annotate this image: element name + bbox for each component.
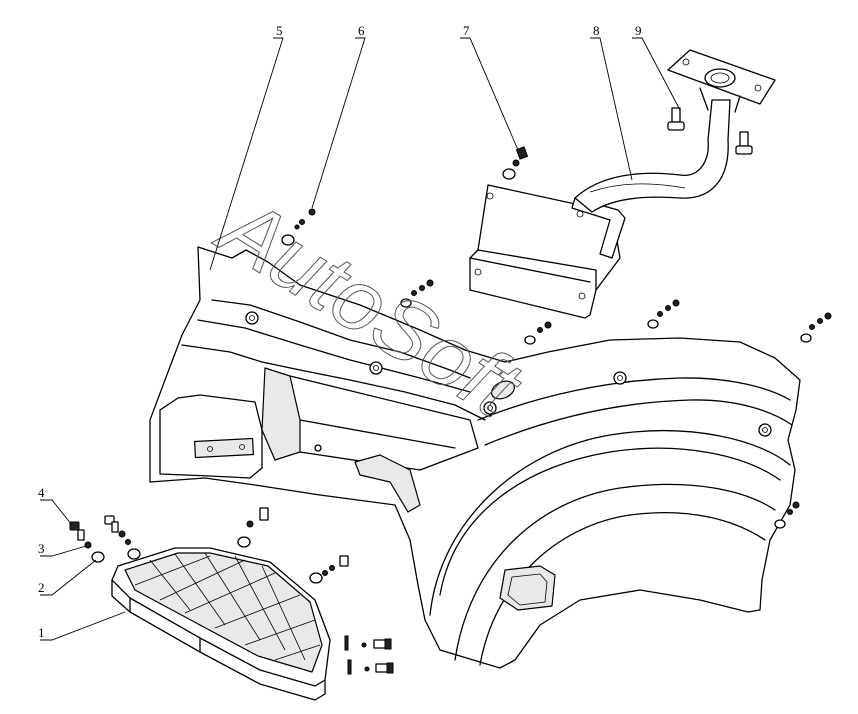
- leader-lines: [40, 37, 681, 641]
- mounting-bosses: [245, 311, 772, 452]
- bolt: [667, 107, 685, 131]
- callout-8: 8: [593, 23, 600, 38]
- callout-2: 2: [38, 580, 45, 595]
- callout-9: 9: [635, 23, 642, 38]
- fasteners: [69, 107, 832, 675]
- step-tread: [111, 547, 331, 701]
- callout-4: 4: [38, 485, 45, 500]
- callout-1: 1: [38, 625, 45, 640]
- support-pipe: [574, 49, 776, 213]
- fender-housing: [149, 246, 801, 669]
- callout-5: 5: [276, 23, 283, 38]
- callout-6: 6: [358, 23, 365, 38]
- callouts: 1 2 3 4 5 6 7 8 9: [38, 23, 642, 640]
- callout-7: 7: [463, 23, 470, 38]
- mounting-bracket-plate: [469, 184, 626, 319]
- callout-3: 3: [38, 541, 45, 556]
- bolt: [735, 131, 753, 155]
